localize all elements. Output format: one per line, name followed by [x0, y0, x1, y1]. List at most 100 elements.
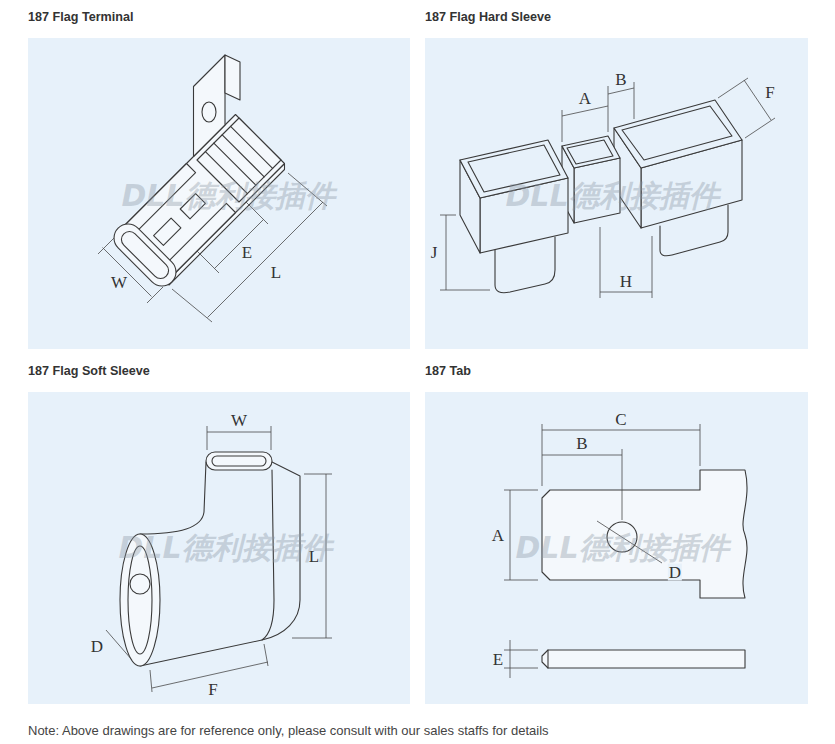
watermark: DLL德利接插件 — [118, 533, 331, 563]
dimension-line — [304, 474, 332, 475]
watermark: DLL德利接插件 — [515, 533, 728, 563]
dimension-line — [622, 449, 623, 520]
dimension-line — [246, 202, 268, 224]
dimension-letter: A — [491, 527, 505, 544]
dimension-line — [208, 202, 324, 318]
dimension-line — [197, 251, 219, 273]
dimension-line — [562, 106, 608, 116]
dimension-letter: A — [578, 90, 592, 107]
dimension-line — [207, 432, 271, 433]
dimension-letter: C — [614, 411, 627, 428]
flag-terminal — [225, 55, 240, 100]
dimension-letter: B — [575, 435, 588, 452]
dimension-line — [718, 78, 748, 98]
flag-terminal — [214, 143, 256, 185]
hard-sleeve — [614, 100, 742, 168]
flag-terminal — [231, 126, 273, 168]
dimension-letter: B — [614, 71, 627, 88]
dimension-line — [440, 78, 775, 298]
hard-sleeve — [567, 140, 613, 164]
soft-sleeve — [262, 470, 274, 640]
dimension-line — [600, 292, 652, 293]
dimension-line — [152, 662, 268, 688]
dimension-line — [98, 173, 327, 322]
dimension-letter: F — [764, 84, 775, 101]
soft-sleeve — [212, 456, 266, 466]
panel-title: 187 Tab — [425, 362, 808, 380]
panel-ground — [425, 38, 808, 349]
dimension-line — [106, 630, 132, 660]
dimension-line — [652, 236, 653, 298]
dimension-letter: L — [308, 548, 320, 565]
panel-title: 187 Flag Soft Sleeve — [28, 362, 410, 380]
drawing-panel: 187 Flag Hard Sleeve — [425, 8, 808, 349]
flag-terminal — [108, 55, 284, 292]
dimension-line — [744, 80, 771, 120]
dimension-line — [510, 490, 511, 580]
dimension-line — [215, 220, 264, 269]
dimension-line — [440, 215, 456, 216]
panel-title: 187 Flag Hard Sleeve — [425, 8, 808, 26]
dimension-letter: L — [270, 264, 282, 281]
watermark: DLL德利接插件 — [121, 181, 334, 211]
flag-terminal — [118, 228, 172, 282]
hard-sleeve — [468, 145, 560, 192]
panel-ground — [28, 392, 410, 704]
soft-sleeve — [120, 534, 160, 666]
dimension-letter: J — [430, 244, 439, 261]
soft-sleeve — [120, 452, 300, 666]
drawing-panel: 187 Flag Soft Sleeve — [28, 362, 410, 704]
dimension-line — [147, 287, 163, 303]
soft-sleeve — [140, 462, 206, 534]
footnote: Note: Above drawings are for reference o… — [28, 723, 549, 739]
dimension-line — [542, 455, 622, 456]
dimension-letter: E — [492, 651, 504, 668]
dimension-line — [608, 86, 609, 132]
dimension-line — [150, 670, 152, 692]
dimension-letter: D — [90, 638, 104, 655]
panel-title: 187 Flag Terminal — [28, 8, 410, 26]
dimension-letter: W — [230, 412, 248, 429]
dimension-line — [504, 580, 538, 581]
panel-ground — [425, 392, 808, 704]
watermark: DLL德利接插件 — [505, 181, 718, 211]
dimension-line — [542, 430, 700, 431]
dimension-letter: H — [619, 273, 633, 290]
dimension-line — [504, 424, 700, 678]
dimension-line — [608, 88, 634, 94]
hard-sleeve — [660, 205, 728, 256]
dimension-line — [634, 82, 635, 119]
flag-terminal — [154, 218, 181, 245]
tab-outline — [542, 470, 747, 668]
dimension-line — [172, 289, 212, 322]
soft-sleeve — [206, 452, 272, 470]
panel-ground — [28, 38, 808, 704]
tab-outline — [547, 650, 548, 668]
dimension-line — [288, 173, 327, 206]
flag-terminal — [180, 194, 205, 219]
hard-sleeve — [460, 100, 742, 293]
hard-sleeve — [495, 237, 555, 293]
dimension-line — [504, 650, 538, 651]
dimension-line — [504, 668, 538, 669]
flag-terminal — [108, 218, 182, 292]
dimension-line — [510, 640, 511, 678]
flag-terminal — [194, 55, 226, 157]
dimension-letter: D — [668, 564, 682, 581]
flag-terminal — [205, 152, 247, 194]
dimension-line — [98, 238, 114, 254]
dimension-letter: F — [207, 681, 218, 698]
hard-sleeve — [574, 158, 620, 223]
flag-terminal — [108, 218, 182, 292]
drawing-panel: 187 Tab — [425, 362, 808, 704]
flag-terminal — [222, 135, 264, 177]
dimension-line — [326, 474, 327, 638]
panel-ground — [28, 38, 410, 349]
dimension-line — [440, 290, 490, 291]
dimension-line — [600, 227, 601, 298]
hard-sleeve — [622, 106, 732, 160]
dimension-line — [562, 110, 563, 142]
